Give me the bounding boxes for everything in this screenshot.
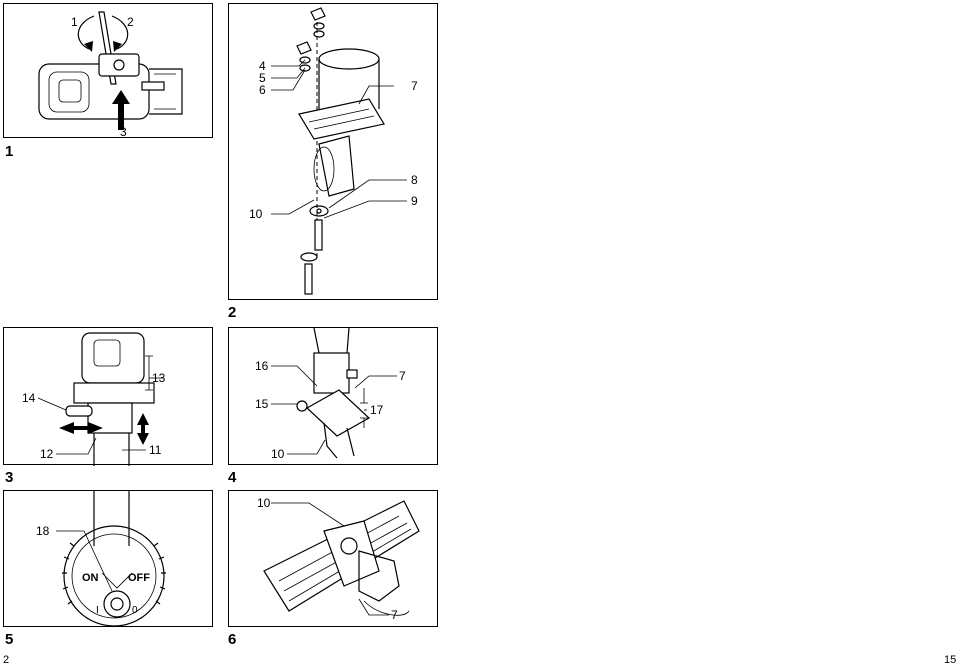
figure-6-illustration: 10 7 bbox=[257, 496, 420, 622]
fig1-label-3: 3 bbox=[120, 125, 127, 139]
fig5-label-off: OFF bbox=[128, 572, 150, 584]
figure-2-panel: 4 5 6 7 8 9 10 bbox=[228, 3, 438, 300]
fig4-label-15: 15 bbox=[255, 397, 269, 411]
figure-5-illustration: 18 ON OFF I 0 bbox=[36, 491, 166, 627]
figure-3-panel: 13 14 11 12 bbox=[3, 327, 213, 466]
fig2-label-7: 7 bbox=[411, 79, 418, 93]
fig3-label-12: 12 bbox=[40, 447, 54, 461]
figure-1-number: 1 bbox=[5, 143, 14, 160]
fig2-label-4: 4 bbox=[259, 59, 266, 73]
figure-5-number: 5 bbox=[5, 631, 14, 648]
fig4-label-16: 16 bbox=[255, 359, 269, 373]
fig3-label-11: 11 bbox=[149, 443, 162, 457]
fig3-label-13: 13 bbox=[152, 371, 166, 385]
figure-1-panel: 1 2 3 bbox=[3, 3, 213, 139]
page-number-right: 15 bbox=[944, 654, 957, 666]
fig2-label-8: 8 bbox=[411, 173, 418, 187]
figure-4-illustration: 16 7 15 17 10 bbox=[255, 328, 406, 461]
fig4-label-17: 17 bbox=[370, 403, 384, 417]
fig6-label-10: 10 bbox=[257, 496, 271, 510]
figure-2-number: 2 bbox=[228, 304, 237, 321]
fig2-label-6: 6 bbox=[259, 83, 266, 97]
fig1-label-1: 1 bbox=[71, 15, 78, 29]
fig5-label-on: ON bbox=[82, 572, 99, 584]
figure-6-number: 6 bbox=[228, 631, 237, 648]
fig5-label-0: 0 bbox=[132, 605, 138, 616]
fig2-label-5: 5 bbox=[259, 71, 266, 85]
dial-ticks bbox=[62, 542, 166, 605]
page-number-left: 2 bbox=[3, 654, 10, 666]
figure-5-panel: 18 ON OFF I 0 bbox=[3, 490, 213, 627]
figure-3-illustration: 13 14 11 12 bbox=[22, 332, 166, 466]
fig6-label-7: 7 bbox=[391, 608, 398, 622]
fig5-label-18: 18 bbox=[36, 524, 50, 538]
fig3-label-14: 14 bbox=[22, 391, 36, 405]
figure-4-number: 4 bbox=[228, 469, 237, 486]
fig2-label-9: 9 bbox=[411, 194, 418, 208]
fig1-label-2: 2 bbox=[127, 15, 134, 29]
figure-1-illustration: 1 2 3 bbox=[38, 11, 183, 139]
figure-4-panel: 16 7 15 17 10 bbox=[228, 327, 438, 465]
figure-3-number: 3 bbox=[5, 469, 14, 486]
figure-6-panel: 10 7 bbox=[228, 490, 438, 627]
figure-2-illustration: 4 5 6 7 8 9 10 bbox=[249, 7, 418, 295]
fig2-label-10: 10 bbox=[249, 207, 263, 221]
fig4-label-7: 7 bbox=[399, 369, 406, 383]
fig5-label-i: I bbox=[96, 605, 99, 616]
fig4-label-10: 10 bbox=[271, 447, 285, 461]
